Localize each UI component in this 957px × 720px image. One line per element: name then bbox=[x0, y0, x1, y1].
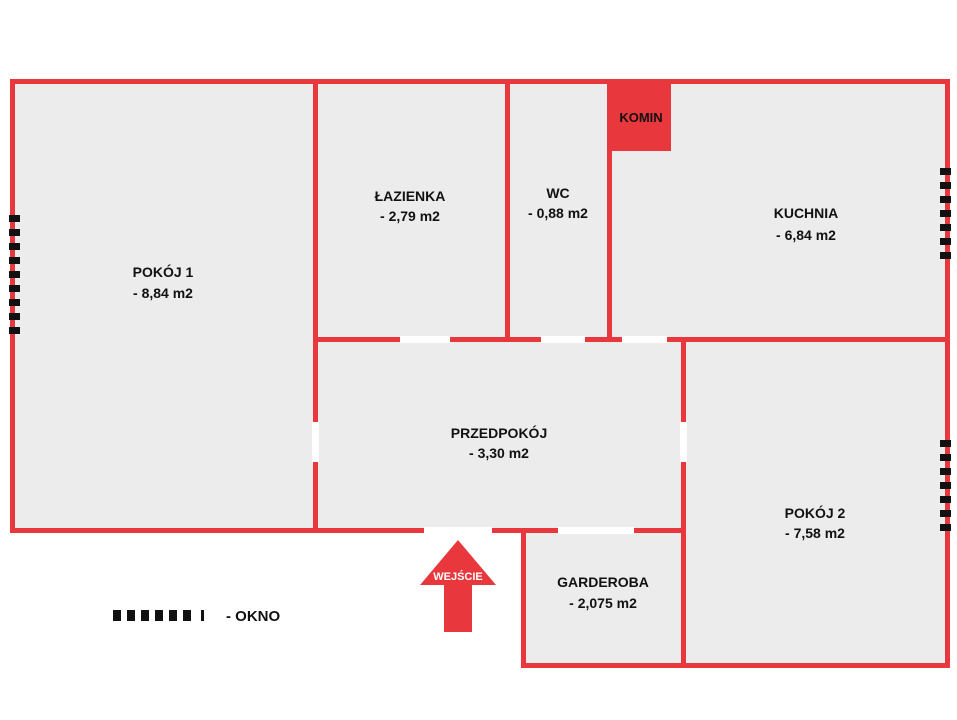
legend: - OKNO bbox=[113, 608, 280, 625]
windows bbox=[9, 168, 951, 531]
door-lazienka bbox=[400, 336, 450, 343]
room-area-pokoj-2: - 7,58 m2 bbox=[785, 525, 845, 541]
window-kuchnia bbox=[940, 168, 951, 259]
entrance-arrow-icon bbox=[420, 540, 496, 632]
room-floors bbox=[13, 82, 947, 665]
room-area-przedpokoj: - 3,30 m2 bbox=[469, 445, 529, 461]
room-name-przedpokoj: PRZEDPOKÓJ bbox=[451, 424, 547, 441]
entrance-label: WEJŚCIE bbox=[433, 570, 483, 583]
window-pokoj-1 bbox=[9, 215, 20, 334]
wall-right bbox=[945, 79, 950, 668]
room-name-pokoj-1: POKÓJ 1 bbox=[133, 263, 194, 280]
room-area-garderoba: - 2,075 m2 bbox=[569, 595, 637, 611]
door-garderoba bbox=[558, 527, 634, 534]
wall-garderoba-left bbox=[521, 528, 526, 668]
room-area-lazienka: - 2,79 m2 bbox=[380, 208, 440, 224]
floor-pokoj-1 bbox=[13, 82, 316, 530]
room-area-pokoj-1: - 8,84 m2 bbox=[133, 285, 193, 301]
room-name-pokoj-2: POKÓJ 2 bbox=[785, 504, 846, 521]
floor-lazienka bbox=[316, 82, 509, 340]
window-pokoj-2 bbox=[940, 440, 951, 531]
room-labels: POKÓJ 1 - 8,84 m2 ŁAZIENKA - 2,79 m2 WC … bbox=[133, 185, 846, 611]
door-openings bbox=[312, 336, 687, 534]
legend-window-symbol bbox=[113, 610, 204, 621]
room-name-garderoba: GARDEROBA bbox=[557, 574, 649, 590]
wall-bottom-right bbox=[521, 663, 950, 668]
wall-pokoj1-right bbox=[313, 82, 318, 533]
floor-garderoba bbox=[521, 530, 684, 665]
wall-lazienka-wc bbox=[505, 82, 510, 340]
wall-top bbox=[10, 79, 950, 84]
floor-pokoj-2 bbox=[684, 340, 947, 665]
room-area-wc: - 0,88 m2 bbox=[528, 205, 588, 221]
room-name-wc: WC bbox=[546, 185, 569, 201]
door-pokoj2 bbox=[680, 422, 687, 462]
floor-przedpokoj bbox=[316, 340, 684, 530]
door-entrance bbox=[424, 527, 492, 534]
wall-przedpokoj-pokoj2 bbox=[681, 340, 686, 668]
door-wc bbox=[541, 336, 585, 343]
wall-wc-kuchnia bbox=[607, 82, 612, 340]
room-name-kuchnia: KUCHNIA bbox=[774, 205, 839, 221]
floor-wc bbox=[509, 82, 610, 340]
room-area-kuchnia: - 6,84 m2 bbox=[776, 227, 836, 243]
chimney-block bbox=[610, 82, 671, 151]
door-pokoj1 bbox=[312, 422, 319, 462]
legend-window-label: - OKNO bbox=[226, 608, 280, 625]
wall-bottom-left bbox=[10, 528, 524, 533]
door-kuchnia bbox=[622, 336, 667, 343]
entrance-arrow: WEJŚCIE bbox=[420, 540, 496, 632]
room-name-lazienka: ŁAZIENKA bbox=[375, 188, 446, 204]
chimney: KOMIN bbox=[610, 82, 671, 151]
chimney-label: KOMIN bbox=[619, 110, 662, 125]
